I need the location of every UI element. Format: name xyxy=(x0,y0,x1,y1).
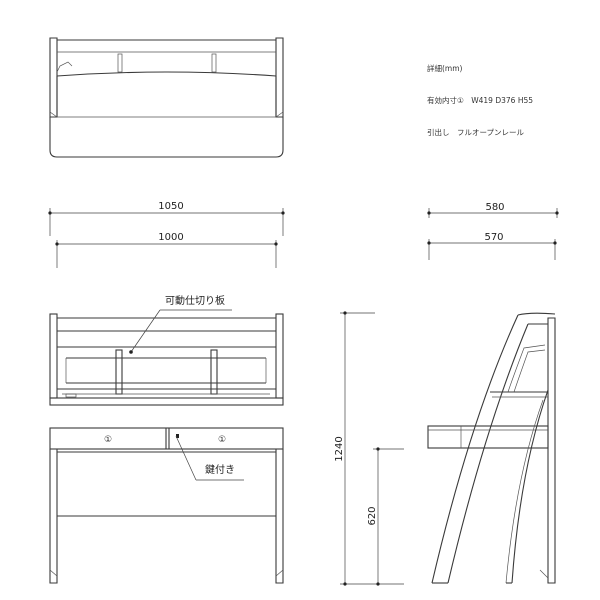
spec-block: 詳細(mm) 有効内寸① W419 D376 H55 引出し フルオープンレール xyxy=(427,63,533,137)
height-dimension-620: 620 xyxy=(367,447,404,586)
dim-1240-label: 1240 xyxy=(334,436,345,461)
spec-drawer-rail: 引出し フルオープンレール xyxy=(427,127,525,137)
movable-shelf-label: 可動仕切り板 xyxy=(165,294,225,307)
spec-effective-inner: 有効内寸① W419 D376 H55 xyxy=(427,95,533,105)
dim-620-label: 620 xyxy=(367,506,378,525)
lock-label: 鍵付き xyxy=(205,463,235,476)
dim-1000-label: 1000 xyxy=(158,232,183,243)
dim-580-label: 580 xyxy=(485,202,504,213)
lock-icon xyxy=(176,434,179,438)
side-view xyxy=(427,312,556,584)
dim-1050-label: 1050 xyxy=(158,201,183,212)
drawer-left-marker: ① xyxy=(104,435,112,445)
spec-heading: 詳細(mm) xyxy=(427,63,463,73)
depth-dimension-580: 580 xyxy=(427,202,559,218)
width-dimension-1050: 1050 xyxy=(48,201,285,236)
dim-570-label: 570 xyxy=(484,232,503,243)
drawer-right-marker: ① xyxy=(218,435,226,445)
width-dimension-1000: 1000 xyxy=(55,232,278,268)
height-dimension-1240: 1240 xyxy=(334,311,404,586)
front-view: ① ① 可動仕切り板 鍵付き xyxy=(49,294,284,584)
depth-dimension-570: 570 xyxy=(427,232,557,260)
top-view xyxy=(49,37,284,158)
